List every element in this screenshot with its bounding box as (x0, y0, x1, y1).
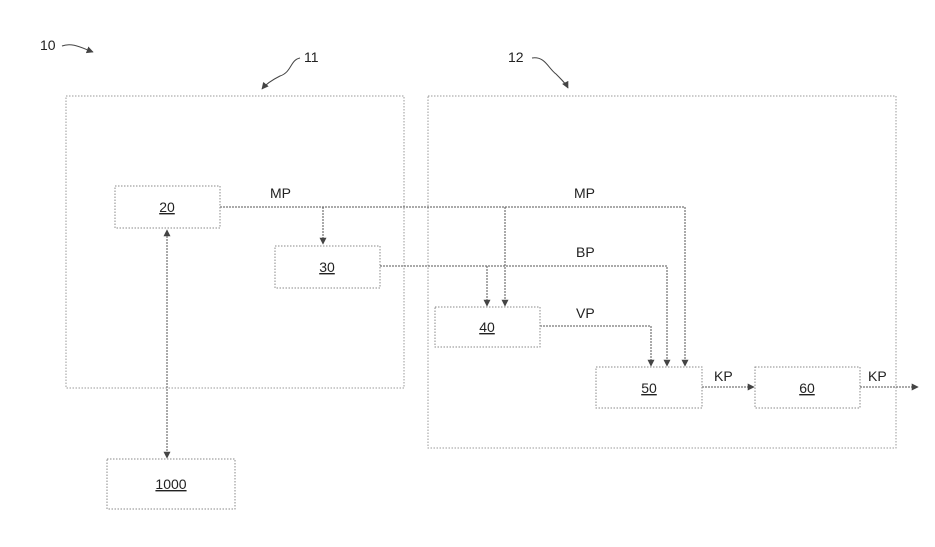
block-30-label: 30 (319, 259, 335, 275)
signal-label-mp-right: MP (574, 185, 595, 201)
block-30[interactable]: 30 (275, 246, 380, 288)
block-1000[interactable]: 1000 (107, 459, 235, 509)
block-40-label: 40 (479, 319, 495, 335)
signal-label-vp: VP (576, 305, 595, 321)
wire-vp-40-to-50 (540, 326, 651, 366)
group-left-container (66, 96, 404, 388)
block-60[interactable]: 60 (755, 367, 860, 408)
block-1000-label: 1000 (155, 476, 186, 492)
ref-leader-group-left (262, 58, 300, 89)
block-60-label: 60 (799, 380, 815, 396)
signal-label-mp-left: MP (270, 185, 291, 201)
ref-leader-group-right (532, 58, 568, 88)
block-40[interactable]: 40 (435, 307, 540, 347)
block-50[interactable]: 50 (596, 367, 702, 408)
block-50-label: 50 (641, 380, 657, 396)
signal-label-bp: BP (576, 244, 595, 260)
ref-label-group-left: 11 (304, 49, 319, 65)
signal-label-kp-mid: KP (714, 368, 733, 384)
block-20[interactable]: 20 (115, 186, 220, 228)
block-20-label: 20 (159, 199, 175, 215)
signal-label-kp-out: KP (868, 368, 887, 384)
ref-label-group-right: 12 (508, 49, 524, 65)
ref-leader-system (62, 45, 93, 52)
ref-label-system: 10 (40, 37, 56, 53)
